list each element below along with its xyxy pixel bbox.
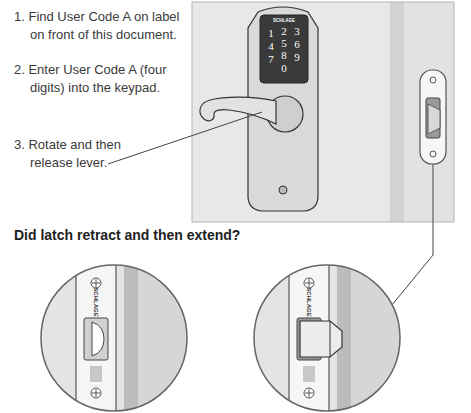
door-edge [351,265,401,411]
door-gap [124,265,138,411]
door-view [192,2,454,222]
keypad-digit: 3 [294,26,300,37]
keypad-digit: 8 [281,50,287,61]
door-frame [404,2,454,222]
keypad-digit: 2 [281,26,287,37]
panel-border [192,2,454,222]
screw-slot [305,389,313,397]
keypad-digit: 0 [281,63,287,74]
brand-mark: SCHLAGE [93,287,99,316]
plate-mark [303,366,315,382]
screw [91,278,101,288]
brand-mark: SCHLAGE [273,19,295,24]
detail-circle [254,265,400,411]
strike-plate [76,250,116,413]
strike-plate [420,70,446,164]
instruction-step: 1. Find User Code A on label on front of… [14,8,194,44]
instruction-step: 3. Rotate and then release lever. [14,136,139,172]
keypad-digit: 7 [268,54,274,65]
door-edge [138,265,188,411]
detail-retracted [41,250,188,413]
indicator [279,186,287,194]
keypad-digit: 5 [281,38,287,49]
latch-extended [300,321,342,357]
leader-line [108,112,262,164]
keypad-digit: 6 [294,39,300,50]
detail-circle [41,265,187,411]
screw-slot [92,389,100,397]
latch-retracted [92,322,104,356]
plate-mark [90,366,102,382]
latch-bevel [428,104,440,134]
screw-slot [305,279,313,287]
keypad-digit: 9 [294,52,300,63]
brand-mark: SCHLAGE [306,287,312,316]
screw-slot [92,279,100,287]
instruction-step: 2. Enter User Code A (four digits) into … [14,61,194,97]
door-face [192,2,390,222]
leader-line [392,164,433,305]
screw [430,77,436,83]
detail-extended [254,250,401,413]
keypad-digit: 1 [268,28,274,39]
screw [304,278,314,288]
question-heading: Did latch retract and then extend? [14,226,344,244]
door-gap [390,2,404,222]
latch [426,98,440,138]
screw [430,151,436,157]
keypad [260,15,308,83]
screw [91,388,101,398]
latch-opening [84,318,108,360]
screw [304,388,314,398]
keypad-digit: 4 [268,41,274,52]
latch-edge [330,321,331,357]
